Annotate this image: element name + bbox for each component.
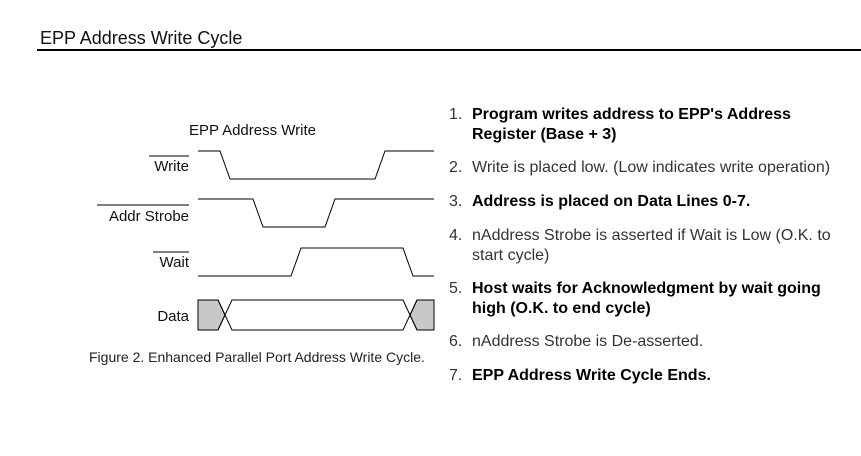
step-number: 1. (449, 106, 463, 123)
step-text: Program writes address to EPP's Address … (472, 106, 791, 143)
data-bus-valid-bottom (217, 299, 418, 331)
step-item: 2. Write is placed low. (Low indicates w… (449, 158, 854, 178)
step-text: nAddress Strobe is asserted if Wait is L… (472, 227, 831, 264)
signal-label-wait: Wait (160, 254, 190, 271)
title-rule (37, 49, 861, 51)
step-number: 7. (449, 367, 463, 384)
step-item: 7. EPP Address Write Cycle Ends. (449, 366, 854, 386)
signal-label-data: Data (157, 308, 189, 325)
step-item: 1. Program writes address to EPP's Addre… (449, 105, 854, 145)
step-item: 6. nAddress Strobe is De-asserted. (449, 332, 854, 352)
step-text: EPP Address Write Cycle Ends. (472, 367, 711, 384)
step-number: 3. (449, 193, 463, 210)
signal-label-addr-strobe: Addr Strobe (109, 208, 189, 225)
step-item: 3. Address is placed on Data Lines 0-7. (449, 192, 854, 212)
step-list: 1. Program writes address to EPP's Addre… (449, 105, 854, 400)
waveform-wait (198, 247, 434, 277)
step-number: 4. (449, 227, 463, 244)
step-number: 6. (449, 333, 463, 350)
step-number: 2. (449, 159, 463, 176)
step-text: Write is placed low. (Low indicates writ… (472, 159, 831, 176)
waveform-write (198, 150, 434, 180)
page-title: EPP Address Write Cycle (40, 28, 243, 48)
signal-label-write: Write (154, 158, 189, 175)
step-text: Address is placed on Data Lines 0-7. (472, 193, 751, 210)
step-text: Host waits for Acknowledgment by wait go… (472, 280, 821, 317)
waveform-addr-strobe (198, 198, 434, 228)
data-bus-valid-top (217, 299, 418, 331)
step-item: 5. Host waits for Acknowledgment by wait… (449, 279, 854, 319)
step-item: 4. nAddress Strobe is asserted if Wait i… (449, 226, 854, 266)
data-bus-invalid-start (197, 299, 226, 331)
diagram-title: EPP Address Write (189, 122, 316, 139)
figure-caption: Figure 2. Enhanced Parallel Port Address… (89, 349, 425, 365)
data-bus-invalid-end (409, 299, 435, 331)
step-number: 5. (449, 280, 463, 297)
step-text: nAddress Strobe is De-asserted. (472, 333, 704, 350)
